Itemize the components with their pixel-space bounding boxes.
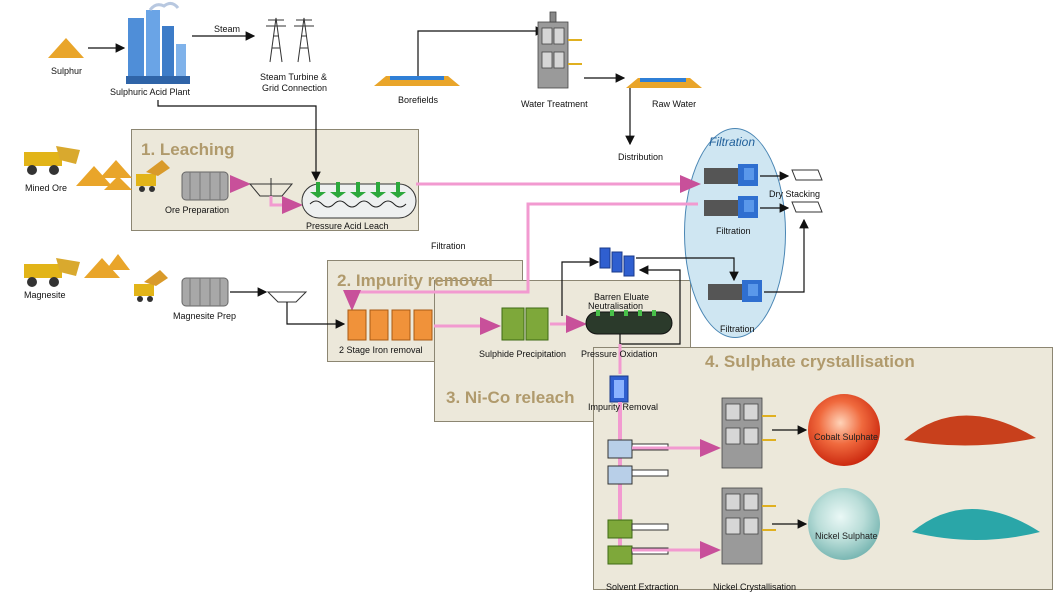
pylon-icon (266, 17, 314, 63)
haul-truck-icon-2 (24, 258, 80, 287)
mill-icon (181, 171, 229, 201)
dry-stack-icon (791, 169, 823, 181)
pal-label: Pressure Acid Leach (306, 221, 389, 231)
ion-exchange-columns-icon (599, 247, 635, 277)
nickel-crystalliser-icon (721, 487, 776, 565)
barren-eluate-label: Barren Eluate (594, 292, 650, 302)
distribution-label: Distribution (618, 152, 664, 162)
filter-press-icon-3 (708, 280, 762, 302)
steam-label: Steam (214, 24, 241, 34)
impurity-removal-column-icon (609, 375, 629, 403)
sulphuric-acid-plant-icon (126, 1, 190, 84)
pressure-oxidation-vessel-icon (585, 310, 673, 335)
raw-water-label: Raw Water (652, 99, 697, 109)
excavator-icon-2 (134, 270, 168, 302)
borefield-pond-icon (374, 76, 460, 86)
nickel-sulphate-label: Nickel Sulphate (815, 531, 878, 541)
filtration-mid-label: Filtration (431, 241, 466, 251)
nickel-sulphate-circle (808, 488, 880, 560)
nickel-crystallisation-label: Nickel Crystallisation (713, 582, 797, 592)
grid-label: Grid Connection (262, 83, 328, 93)
dry-stacking-label: Dry Stacking (769, 189, 821, 199)
magnesite-pile-icon (84, 258, 120, 278)
crystallisation-stage-title: 4. Sulphate crystallisation (705, 352, 915, 371)
magnesite-prep-label: Magnesite Prep (173, 311, 237, 321)
filter-press-icon-2 (704, 196, 758, 218)
impurity-removal-label: Impurity Removal (588, 402, 659, 412)
sulphur-pile-icon (48, 38, 84, 58)
water-treatment-icon (537, 11, 582, 89)
mill-icon-2 (181, 277, 229, 307)
releach-stage-title: 3. Ni-Co releach (446, 388, 575, 407)
filtration-oval (684, 128, 786, 338)
ore-prep-label: Ore Preparation (165, 205, 230, 215)
neutralisation-label: Neutralisation (588, 301, 644, 311)
precipitation-tanks-icon (501, 307, 549, 341)
filter-press-icon (704, 164, 758, 186)
cobalt-sulphate-label: Cobalt Sulphate (814, 432, 879, 442)
sulphur-label: Sulphur (51, 66, 83, 76)
iron-removal-tanks-icon (347, 309, 433, 341)
excavator-icon (136, 160, 170, 192)
cobalt-sulphate-pile-icon (904, 415, 1036, 446)
mined-ore-label: Mined Ore (25, 183, 68, 193)
impurity-stage-title: 2. Impurity removal (337, 271, 493, 290)
autoclave-icon (301, 182, 417, 219)
raw-water-pond-icon (626, 78, 702, 88)
nickel-sulphate-pile-icon (912, 509, 1040, 540)
turbine-label: Steam Turbine & (260, 72, 328, 82)
cobalt-crystalliser-icon (721, 397, 776, 469)
solvent-extraction-label: Solvent Extraction (606, 582, 679, 592)
filtration-2-label: Filtration (720, 324, 755, 334)
iron-removal-label: 2 Stage Iron removal (339, 345, 423, 355)
filtration-title: Filtration (709, 135, 756, 149)
leaching-stage-title: 1. Leaching (141, 140, 235, 159)
acid-plant-label: Sulphuric Acid Plant (110, 87, 191, 97)
thickener-icon-2 (266, 291, 308, 303)
cobalt-sulphate-circle (808, 394, 880, 466)
sulphide-precip-label: Sulphide Precipitation (479, 349, 567, 359)
pressure-oxidation-label: Pressure Oxidation (581, 349, 658, 359)
borefields-label: Borefields (398, 95, 439, 105)
magnesite-label: Magnesite (24, 290, 66, 300)
water-treatment-label: Water Treatment (521, 99, 588, 109)
haul-truck-icon (24, 146, 80, 175)
ore-pile-icon (76, 166, 112, 186)
filtration-1-label: Filtration (716, 226, 751, 236)
